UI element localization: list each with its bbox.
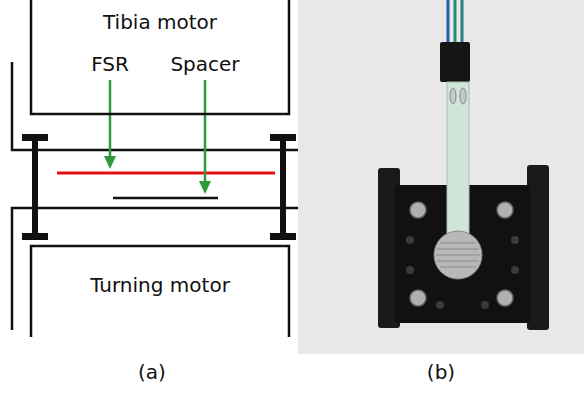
part-label: Spacer (170, 52, 239, 76)
part-label: FSR (91, 52, 129, 76)
panel-label: (b) (427, 360, 455, 384)
fsr-strip (57, 172, 275, 175)
mount-schematic (12, 62, 318, 330)
motor-name: Tibia motor (30, 10, 290, 34)
bolts (22, 134, 296, 240)
photo (298, 0, 584, 354)
motor-box: Tibia motor (30, 0, 290, 115)
motor-box: Turning motor (30, 245, 290, 337)
upper-bracket (12, 62, 318, 150)
leader-arrows (104, 80, 211, 194)
lower-bracket (12, 208, 318, 330)
panel-label: (a) (138, 360, 166, 384)
spacer-plate (113, 197, 218, 200)
motor-name: Turning motor (30, 273, 290, 297)
